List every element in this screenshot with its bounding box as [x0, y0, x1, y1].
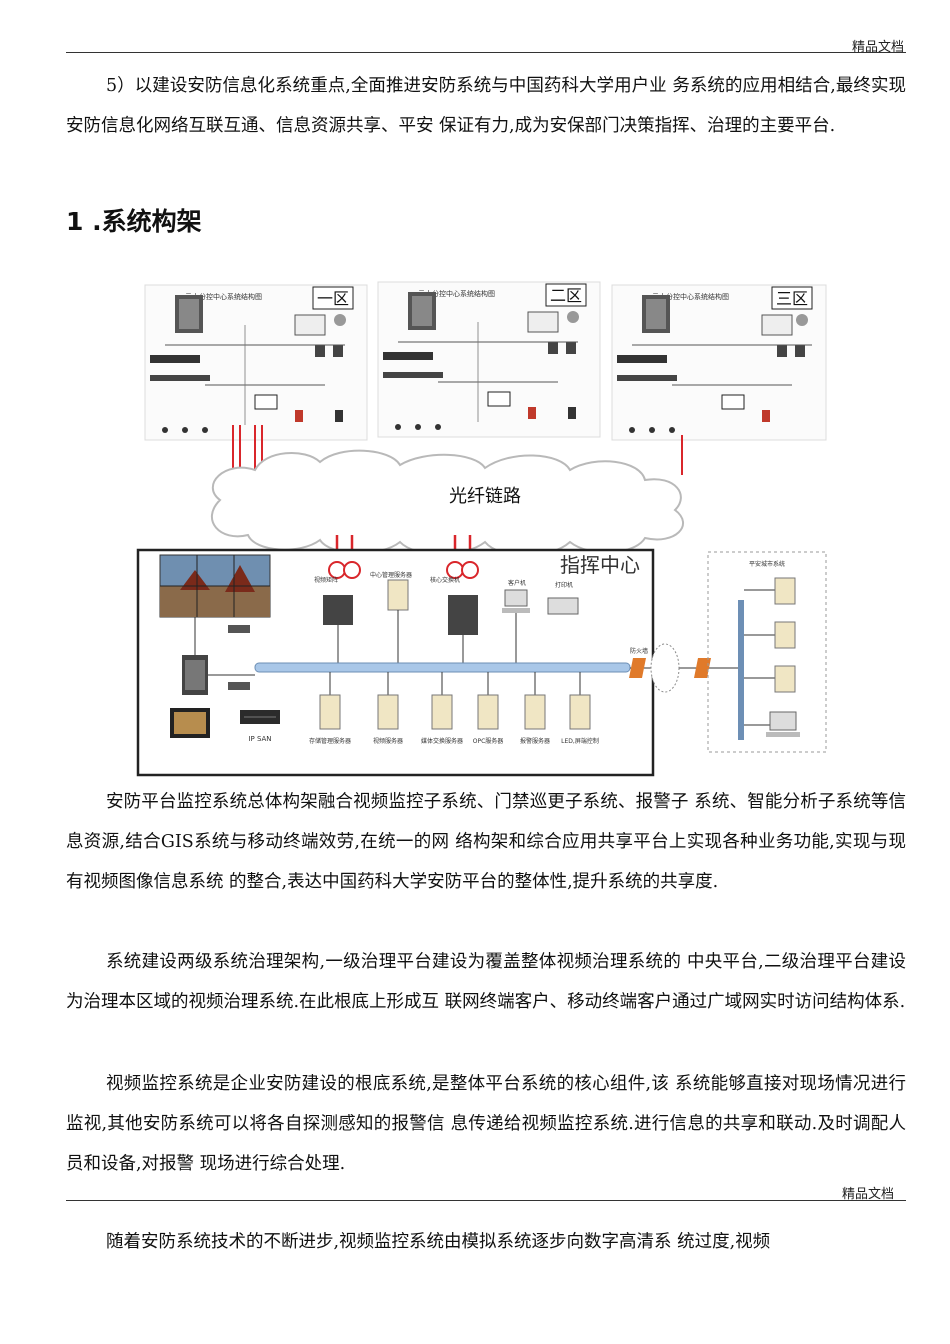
top-label-0: 视频矩阵 — [314, 576, 338, 584]
zone-1-label: 一区 — [317, 289, 349, 308]
zone-2-subtitle: 云大分控中心系统结构图 — [418, 289, 495, 298]
paragraph-video-monitoring: 视频监控系统是企业安防建设的根底系统,是整体平台系统的核心组件,该 系统能够直接… — [66, 1074, 906, 1174]
server-label-2: 媒体交换服务器 — [421, 737, 463, 745]
server-label-1: 视频服务器 — [373, 737, 403, 745]
server-label-0: 存储管理服务器 — [309, 737, 351, 745]
command-center-label: 指挥中心 — [560, 553, 640, 577]
system-architecture-diagram: 云大分控中心系统结构图 一区 云大分控中心系统结构图 二区 — [136, 281, 827, 777]
external-city-system: 平安城市系统 — [707, 551, 827, 753]
ip-san-storage-icon — [240, 710, 280, 724]
monitor-icon — [170, 708, 210, 738]
video-wall — [159, 554, 271, 618]
footer-rule — [66, 1200, 906, 1201]
core-switch-device: 核心交换机 — [430, 561, 479, 635]
header-rule — [66, 52, 906, 53]
firewall-link: 防火墙 — [629, 643, 740, 693]
top-label-6: 平安城市系统 — [749, 560, 785, 568]
paragraph-architecture: 安防平台监控系统总体构架融合视频监控子系统、门禁巡更子系统、报警子 系统、智能分… — [66, 792, 906, 892]
paragraph-intro: 5）以建设安防信息化系统重点,全面推进安防系统与中国药科大学用户业 务系统的应用… — [66, 76, 906, 136]
zone-2-label: 二区 — [550, 286, 582, 305]
device-links — [194, 610, 517, 676]
section-title: 1 .系统构架 — [66, 207, 202, 236]
header-label: 精品文档 — [851, 40, 904, 55]
cloud-label: 光纤链路 — [449, 486, 521, 507]
client-pc-icon: 客户机 — [502, 579, 530, 613]
zone-3-subtitle: 云大分控中心系统结构图 — [652, 292, 729, 301]
fiber-link-cloud: 光纤链路 — [210, 449, 685, 557]
zone-1-diagram: 云大分控中心系统结构图 一区 — [144, 284, 368, 475]
paragraph-next-page: 随着安防系统技术的不断进步,视频监控系统由模拟系统逐步向数字高清系 统过度,视频 — [106, 1232, 771, 1252]
zone-3-label: 三区 — [776, 289, 808, 308]
top-label-3: 客户机 — [508, 579, 526, 587]
network-bus — [254, 662, 631, 673]
paragraph-management: 系统建设两级系统治理架构,一级治理平台建设为覆盖整体视频治理系统的 中央平台,二… — [66, 952, 906, 1012]
keyboard-icon — [228, 682, 250, 690]
decoder-icon — [228, 625, 250, 633]
zone-3-diagram: 云大分控中心系统结构图 三区 — [611, 284, 827, 475]
server-label-4: 报警服务器 — [520, 737, 550, 745]
top-label-4: 打印机 — [555, 581, 573, 589]
matrix-switch-icon — [182, 655, 208, 695]
server-label-5: LED,屏端控制 — [561, 737, 599, 745]
top-label-5: 防火墙 — [630, 647, 648, 655]
server-label-3: OPC服务器 — [473, 737, 504, 745]
top-label-1: 中心管理服务器 — [370, 571, 412, 579]
footer-label: 精品文档 — [841, 1187, 894, 1202]
server-row: 存储管理服务器 视频服务器 媒体交换服务器 OPC服务器 报警服务器 LED,屏… — [309, 672, 599, 745]
video-matrix-device: 视频矩阵 — [314, 561, 361, 625]
zone-2-diagram: 云大分控中心系统结构图 二区 — [377, 281, 601, 438]
top-label-2: 核心交换机 — [430, 576, 460, 584]
ip-san-label: IP SAN — [248, 735, 271, 743]
printer-icon: 打印机 — [547, 581, 579, 615]
zone-1-subtitle: 云大分控中心系统结构图 — [185, 292, 262, 301]
